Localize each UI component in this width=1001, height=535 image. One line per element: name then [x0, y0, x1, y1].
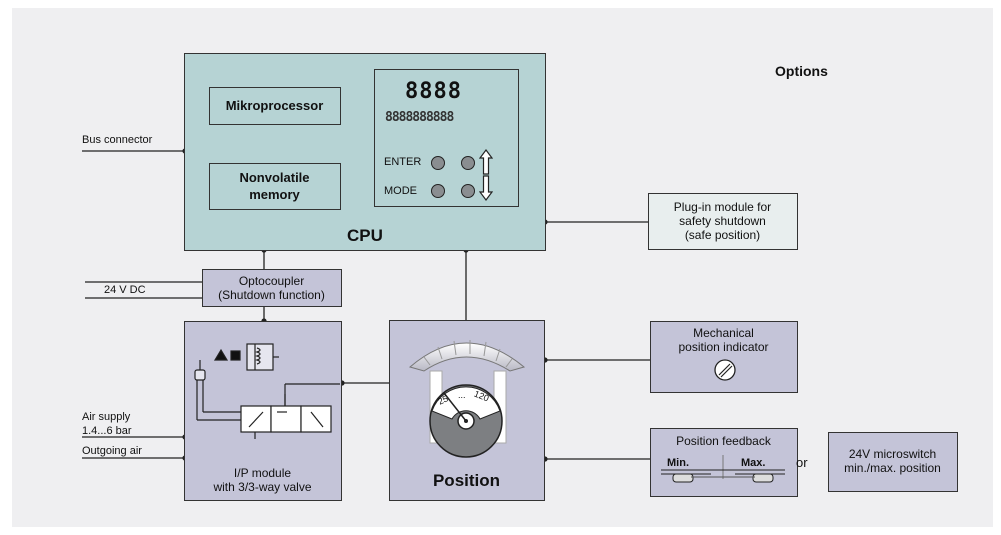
- mechanical-indicator-line2: position indicator: [678, 340, 769, 354]
- mechanical-indicator-line1: Mechanical: [693, 326, 754, 340]
- ip-module-label: I/P module with 3/3-way valve: [185, 466, 340, 494]
- or-label: or: [796, 455, 808, 470]
- position-actuator-icon: [408, 340, 526, 458]
- microswitch-block: 24V microswitch min./max. position: [828, 432, 958, 492]
- microswitch-line2: min./max. position: [844, 461, 941, 475]
- cpu-block: Mikroprocessor Nonvolatile memory 8888 8…: [184, 53, 546, 251]
- position-block: 25 ... 120 Position: [389, 320, 545, 501]
- mode-button[interactable]: [431, 184, 445, 198]
- microswitch-line1: 24V microswitch: [848, 447, 937, 461]
- feedback-max-label: Max.: [741, 457, 766, 469]
- safety-shutdown-label: Plug-in module for safety shutdown (safe…: [649, 200, 796, 242]
- enter-button[interactable]: [431, 156, 445, 170]
- ip-module-line2: with 3/3-way valve: [213, 480, 312, 494]
- options-title: Options: [775, 63, 828, 79]
- seven-segment-display: 8888: [405, 79, 462, 104]
- air-supply-line1: Air supply: [82, 411, 131, 423]
- memory-block: Nonvolatile memory: [209, 163, 341, 210]
- outgoing-air-label: Outgoing air: [82, 445, 142, 457]
- memory-label-line1: Nonvolatile: [239, 170, 310, 185]
- down-button[interactable]: [461, 184, 475, 198]
- dc-supply-label: 24 V DC: [104, 284, 146, 296]
- air-supply-line2: 1.4...6 bar: [82, 425, 132, 437]
- scale-mid-label: ...: [458, 390, 466, 400]
- mode-label: MODE: [384, 185, 417, 197]
- optocoupler-line1: Optocoupler: [238, 274, 305, 288]
- up-arrow-icon: [479, 149, 493, 175]
- up-button[interactable]: [461, 156, 475, 170]
- display-panel: 8888 8888888888 ENTER MODE: [374, 69, 519, 207]
- optocoupler-block: Optocoupler (Shutdown function): [202, 269, 342, 307]
- down-arrow-icon: [479, 175, 493, 201]
- optocoupler-line2: (Shutdown function): [218, 288, 325, 302]
- enter-label: ENTER: [384, 156, 422, 168]
- microswitch-label: 24V microswitch min./max. position: [829, 447, 956, 475]
- ip-module-line1: I/P module: [233, 466, 292, 480]
- safety-shutdown-line3: (safe position): [684, 228, 761, 242]
- bus-connector-label: Bus connector: [82, 134, 153, 146]
- mikroprocessor-block: Mikroprocessor: [209, 87, 341, 125]
- position-feedback-title: Position feedback: [676, 434, 771, 448]
- air-supply-label: Air supply 1.4...6 bar: [82, 410, 132, 438]
- position-label: Position: [432, 471, 501, 490]
- memory-label: Nonvolatile memory: [210, 169, 339, 203]
- safety-shutdown-module: Plug-in module for safety shutdown (safe…: [648, 193, 798, 250]
- cpu-label: CPU: [347, 226, 383, 245]
- safety-shutdown-line2: safety shutdown: [679, 214, 766, 228]
- valve-schematic: [194, 343, 340, 439]
- mikroprocessor-label: Mikroprocessor: [225, 98, 324, 113]
- mechanical-indicator-label: Mechanical position indicator: [651, 326, 796, 354]
- ip-module-block: I/P module with 3/3-way valve: [184, 321, 342, 501]
- optocoupler-label: Optocoupler (Shutdown function): [203, 274, 340, 302]
- mechanical-indicator-block: Mechanical position indicator: [650, 321, 798, 393]
- alphanumeric-display: 8888888888: [385, 110, 454, 125]
- indicator-dial-icon: [714, 359, 736, 381]
- memory-label-line2: memory: [249, 187, 300, 202]
- feedback-min-label: Min.: [667, 457, 689, 469]
- position-feedback-block: Position feedback Min. Max.: [650, 428, 798, 497]
- feedback-switches-icon: [661, 455, 785, 483]
- safety-shutdown-line1: Plug-in module for: [673, 200, 772, 214]
